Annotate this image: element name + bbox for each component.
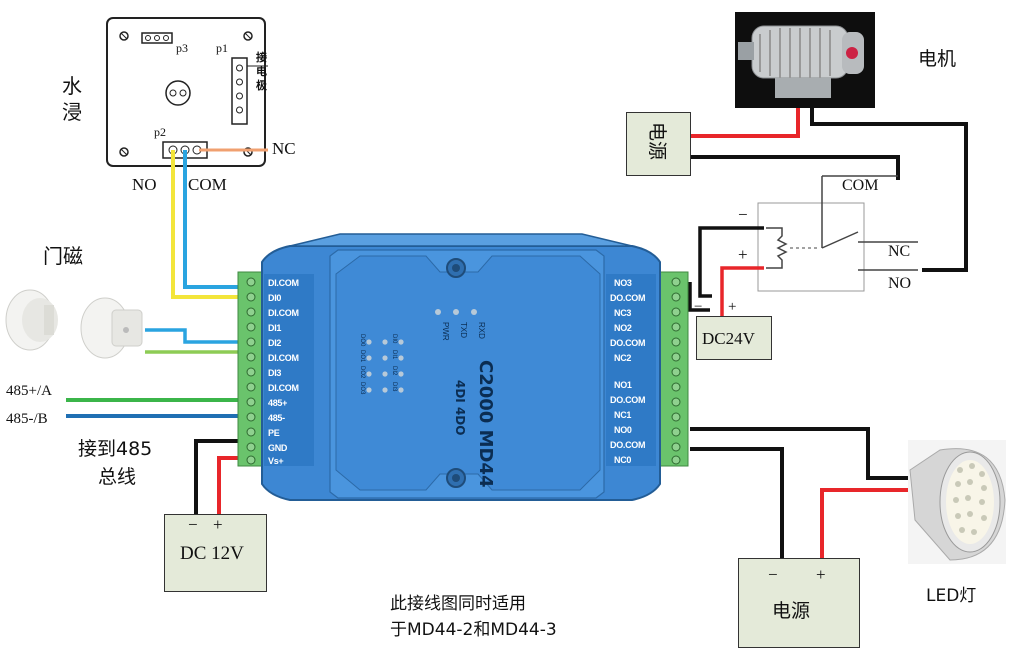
term-left-1: DI0 (268, 293, 282, 303)
water-sensor-board (106, 17, 268, 167)
door-magnet-image (5, 289, 143, 359)
module-name: C2000 MD44 (475, 360, 496, 488)
bus-caption-2: 总线 (98, 466, 137, 488)
psu-12v-label: DC 12V (180, 543, 244, 564)
p2-label: p2 (154, 125, 166, 139)
p1-note-3: 极 (256, 79, 267, 92)
psu-24v-label: DC24V (702, 329, 755, 348)
psu-motor-box (626, 112, 691, 176)
module-io: 4DI 4DO (453, 380, 467, 436)
door-magnet-label: 门磁 (43, 244, 83, 268)
p1-label: p1 (216, 41, 228, 55)
relay-plus: + (738, 245, 748, 264)
psu-led-label: 电源 (772, 600, 811, 622)
term-left-4: DI2 (268, 338, 282, 348)
relay-minus: − (738, 205, 748, 224)
term-left-12: Vs+ (268, 456, 284, 466)
sensor-no-label: NO (132, 175, 157, 194)
term-right-0: NO3 (614, 278, 632, 288)
motor-image (735, 12, 875, 108)
term-left-10: PE (268, 428, 280, 438)
motor-label: 电机 (918, 48, 957, 70)
led-lamp-label: LED灯 (926, 586, 977, 606)
term-right-5: NC2 (614, 353, 632, 363)
bus-caption-1: 接到485 (78, 438, 153, 460)
led-do2: DO2 (359, 366, 365, 379)
bus-b-label: 485-/B (6, 411, 48, 427)
md44-module (237, 233, 689, 501)
psu-led-minus: − (768, 565, 778, 584)
led-pwr-label: PWR (441, 322, 450, 341)
bus-a-label: 485+/A (6, 383, 52, 399)
led-lamp-image (908, 440, 1006, 564)
relay-com: COM (842, 177, 879, 194)
term-left-7: DI.COM (268, 383, 299, 393)
term-left-2: DI.COM (268, 308, 299, 318)
term-left-9: 485- (268, 413, 285, 423)
note-line-2: 于MD44-2和MD44-3 (390, 620, 557, 640)
relay-nc: NC (888, 243, 911, 260)
term-right-12: NC0 (614, 455, 632, 465)
psu-24v-minus: − (694, 299, 703, 315)
term-left-11: GND (268, 443, 288, 453)
psu-12v-plus: + (213, 515, 223, 534)
led-rxd-label: RXD (477, 322, 486, 339)
led-do0: DO0 (359, 334, 365, 347)
psu-12v-minus: − (188, 515, 198, 534)
p1-note-1: 接 (256, 51, 267, 64)
right-terminal-screws (671, 277, 681, 465)
psu-12v-box (164, 514, 267, 592)
led-di3: DI3 (391, 382, 397, 392)
sensor-nc-label: NC (272, 139, 296, 158)
led-txd-label: TXD (459, 322, 468, 338)
relay-no: NO (888, 275, 912, 292)
note-line-1: 此接线图同时适用 (390, 594, 526, 614)
term-right-2: NC3 (614, 308, 632, 318)
water-sensor-title-2: 浸 (62, 100, 82, 124)
term-right-3: NO2 (614, 323, 632, 333)
term-right-7: NO1 (614, 380, 632, 390)
led-di0: DI0 (391, 334, 397, 344)
term-right-8: DO.COM (610, 395, 646, 405)
p3-label: p3 (176, 41, 188, 55)
term-left-8: 485+ (268, 398, 288, 408)
psu-motor-label: 电源 (646, 122, 668, 161)
term-left-5: DI.COM (268, 353, 299, 363)
water-sensor-title-1: 水 (62, 74, 82, 98)
left-terminal-screws (246, 277, 256, 465)
psu-24v-plus: + (728, 299, 737, 315)
term-right-11: DO.COM (610, 440, 646, 450)
term-right-10: NO0 (614, 425, 632, 435)
psu-24v-box (696, 316, 772, 360)
led-do1: DO1 (359, 350, 365, 363)
led-di2: DI2 (391, 366, 397, 376)
term-right-9: NC1 (614, 410, 632, 420)
sensor-com-label: COM (188, 175, 227, 194)
term-left-3: DI1 (268, 323, 282, 333)
term-right-4: DO.COM (610, 338, 646, 348)
p1-note-2: 电 (256, 65, 267, 78)
psu-led-plus: + (816, 565, 826, 584)
led-di1: DI1 (391, 350, 397, 360)
term-left-6: DI3 (268, 368, 282, 378)
term-right-1: DO.COM (610, 293, 646, 303)
term-left-0: DI.COM (268, 278, 299, 288)
led-do3: DO3 (359, 382, 365, 395)
psu-led-box (738, 558, 860, 648)
